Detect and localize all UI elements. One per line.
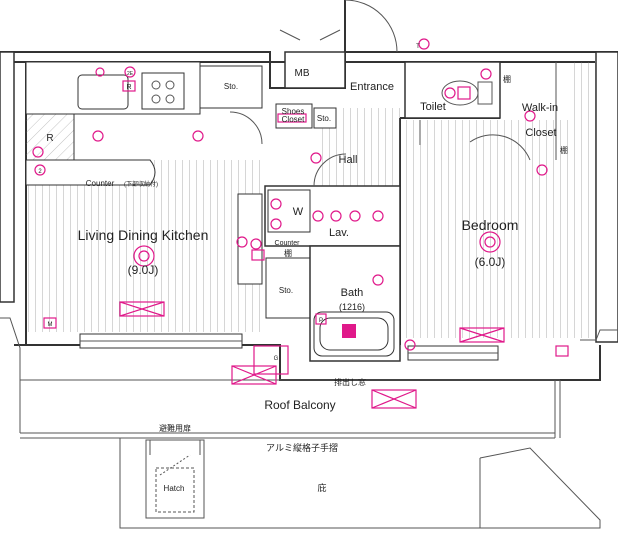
label-handrail: アルミ縦格子手摺 — [266, 442, 338, 453]
label-shelf-closet: 棚 — [560, 145, 568, 155]
label-counter-small: Counter — [275, 240, 301, 247]
label-hatch: Hatch — [164, 484, 185, 493]
label-sto-bath: Sto. — [279, 286, 293, 295]
label-shelf-walkin: 棚 — [503, 74, 511, 84]
label-bath: Bath — [341, 287, 364, 299]
symbol-2: 2 — [38, 169, 42, 175]
doors — [229, 0, 531, 187]
label-evac-door: 避難用扉 — [159, 423, 191, 433]
label-garden: 庇 — [317, 482, 326, 493]
label-ldk-size: (9.0J) — [128, 263, 159, 277]
label-closet: Closet — [525, 127, 556, 139]
label-roof-balcony: Roof Balcony — [264, 398, 335, 412]
wet-area — [264, 185, 401, 362]
symbol-2e: 2E — [127, 71, 134, 77]
label-sto-kitchen: Sto. — [224, 82, 238, 91]
label-sto-hall: Sto. — [317, 114, 331, 123]
label-fridge: R — [46, 133, 53, 144]
electrical-symbols — [32, 38, 569, 409]
symbol-p: P — [319, 318, 323, 324]
label-mb: MB — [295, 68, 310, 79]
label-ldk: Living Dining Kitchen — [78, 227, 209, 243]
label-entrance: Entrance — [350, 81, 394, 93]
symbol-m: M — [48, 322, 53, 328]
symbol-g: G — [274, 356, 279, 362]
label-lav: Lav. — [329, 227, 349, 239]
label-bath-size: (1216) — [339, 302, 365, 312]
symbol-t: T — [416, 44, 420, 50]
room-bedroom — [399, 62, 596, 361]
label-toilet: Toilet — [420, 101, 446, 113]
label-counter-sub: (下部収納付) — [124, 180, 158, 188]
label-bedroom-size: (6.0J) — [475, 255, 506, 269]
label-bedroom: Bedroom — [462, 217, 519, 233]
label-hall: Hall — [339, 154, 358, 166]
label-shelf-lav: 棚 — [284, 248, 292, 258]
symbol-r: R — [126, 84, 131, 91]
label-counter: Counter — [86, 179, 115, 188]
label-walkin: Walk-in — [522, 102, 558, 114]
label-shoes: Shoes — [282, 107, 305, 116]
label-window: 排出し窓 — [334, 377, 366, 387]
label-shoes-closet: Closet — [282, 115, 305, 124]
label-washer: W — [293, 206, 304, 218]
balcony-area — [19, 379, 601, 529]
